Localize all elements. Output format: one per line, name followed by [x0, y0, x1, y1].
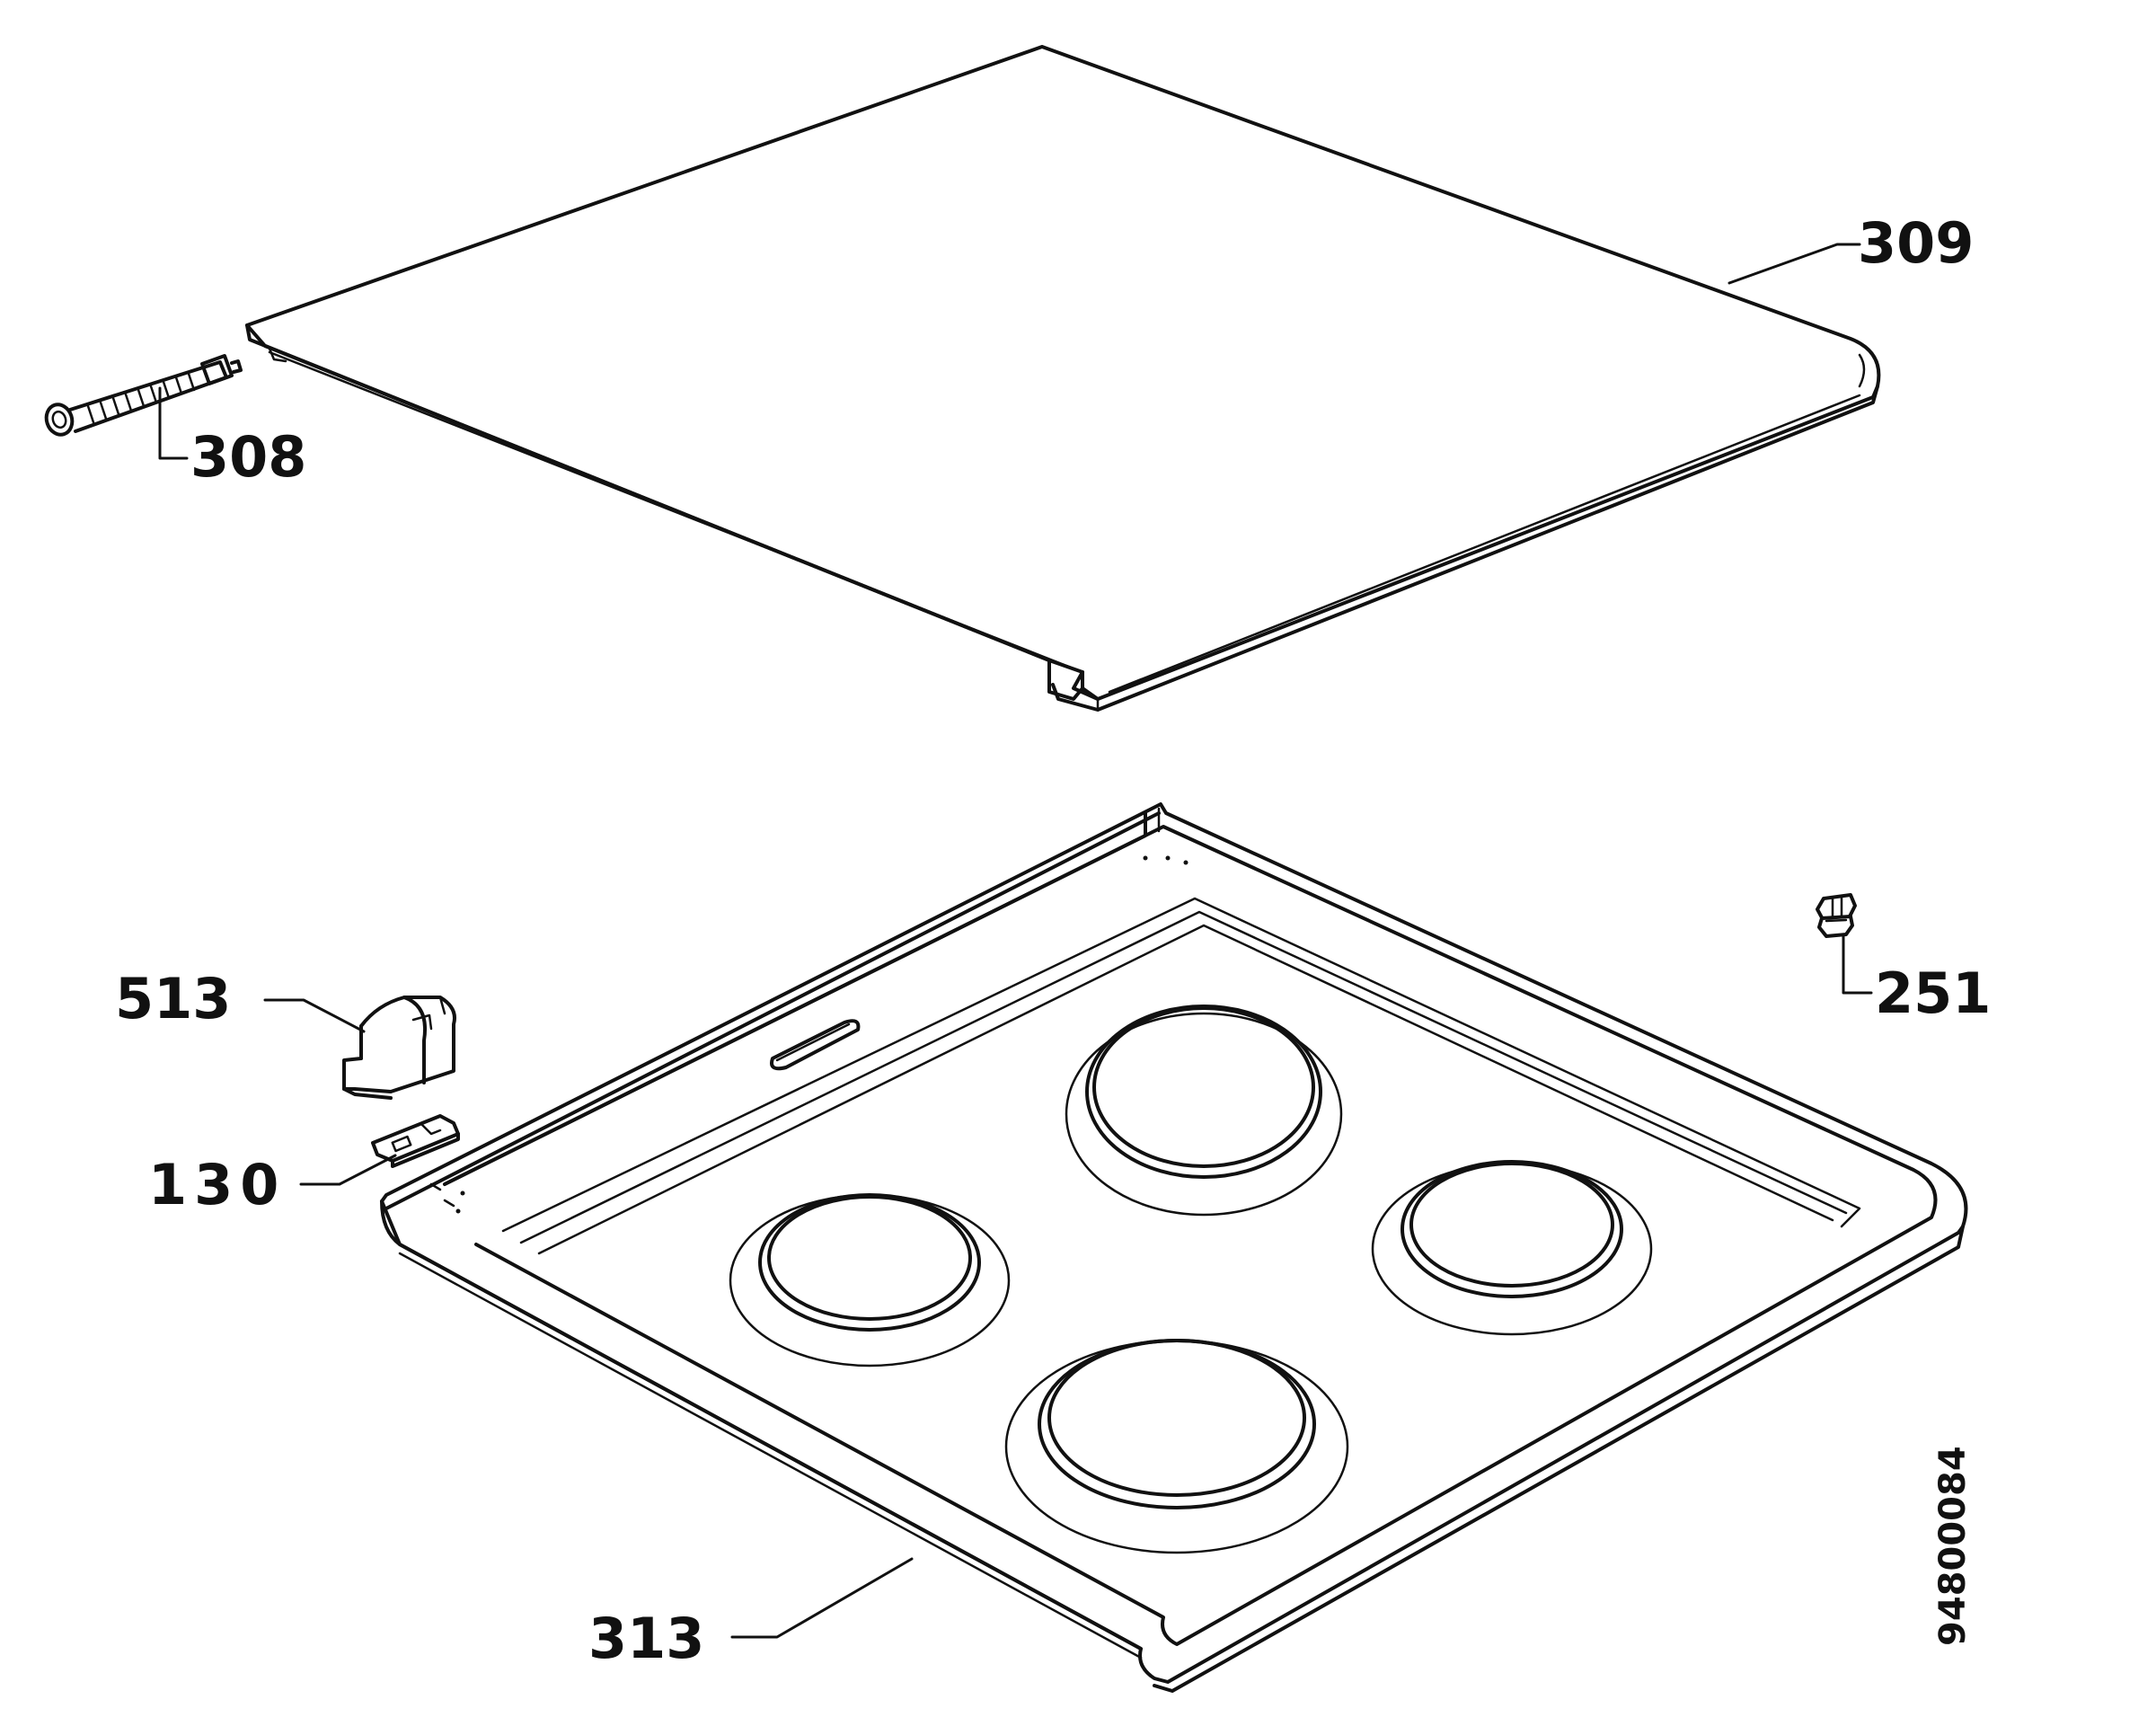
callout-130: 130	[148, 1152, 286, 1217]
leader-251	[1842, 934, 1873, 995]
document-number: 94800084	[1932, 1446, 1974, 1646]
callout-308: 308	[190, 424, 306, 490]
leader-308	[158, 386, 189, 460]
hinge-screw[interactable]	[42, 354, 243, 438]
fixing-nut[interactable]	[1816, 893, 1857, 938]
leader-309	[1727, 243, 1861, 285]
hob-top-panel[interactable]	[380, 802, 1968, 1693]
hinge-clip[interactable]	[371, 1114, 460, 1168]
hinge-bracket[interactable]	[342, 996, 456, 1100]
callout-309: 309	[1858, 210, 1974, 276]
callout-251: 251	[1875, 960, 1991, 1026]
leader-313	[730, 1557, 914, 1639]
leader-130	[299, 1154, 397, 1186]
cover-lid[interactable]	[245, 45, 1881, 712]
callout-313: 313	[588, 1606, 704, 1671]
callout-513: 513	[115, 966, 231, 1031]
leader-513	[263, 998, 366, 1033]
